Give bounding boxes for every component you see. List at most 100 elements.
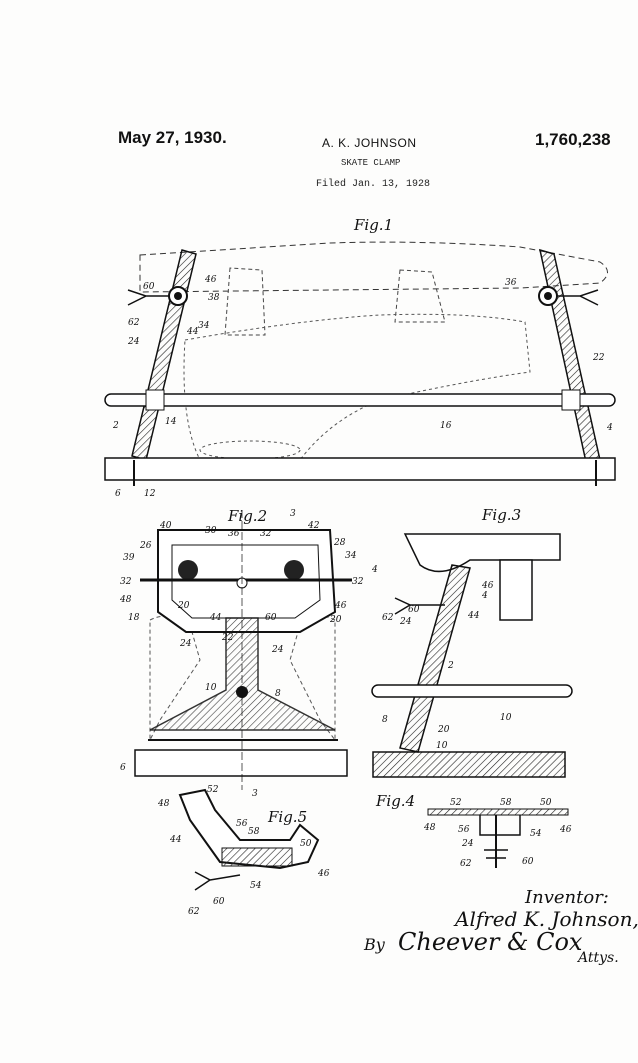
figure-5: Fig.5 52 48 56 58 44 50 46 54 62 60 [157, 785, 330, 917]
right-wing-nut [556, 289, 599, 306]
signature-block: Inventor: Alfred K. Johnson, By Cheever … [363, 887, 638, 966]
numeral: 4 [371, 565, 378, 575]
numeral: 10 [500, 713, 512, 723]
fig1-numerals: 60 38 46 62 34 24 44 2 14 16 12 6 36 22 … [112, 275, 613, 499]
fig2-numerals: 3 40 30 36 32 42 28 26 34 39 32 32 48 46… [119, 509, 364, 799]
numeral: 44 [467, 611, 480, 621]
fig4-nut [484, 849, 508, 859]
figure-2: Fig.2 3 40 30 36 32 42 28 [119, 507, 364, 799]
numeral: 60 [265, 613, 277, 623]
inventor-header: A. K. JOHNSON [322, 136, 417, 150]
numeral: 28 [333, 538, 346, 548]
numeral: 3 [252, 789, 258, 799]
right-knob-center [544, 292, 552, 300]
numeral: 60 [213, 897, 225, 907]
fig4-clamp-body [479, 815, 521, 836]
numeral: 58 [500, 798, 512, 808]
numeral: 52 [207, 785, 219, 795]
numeral: 44 [209, 613, 222, 623]
numeral: 39 [123, 553, 135, 563]
numeral: 40 [159, 521, 172, 531]
attorney-signature: Cheever & Cox [398, 928, 583, 956]
numeral: 24 [179, 639, 192, 649]
filed-date: Filed Jan. 13, 1928 [316, 179, 431, 190]
numeral: 34 [198, 321, 210, 331]
numeral: 56 [458, 825, 470, 835]
numeral: 32 [120, 577, 132, 587]
numeral: 2 [112, 421, 119, 431]
patent-number: 1,760,238 [535, 130, 611, 149]
numeral: 54 [250, 881, 262, 891]
left-rod-block [145, 389, 165, 411]
numeral: 22 [221, 633, 234, 643]
numeral: 46 [317, 869, 330, 879]
left-knob-center [174, 292, 182, 300]
figure-1: Fig.1 [104, 216, 616, 499]
numeral: 3 [290, 509, 296, 519]
numeral: 56 [236, 819, 248, 829]
fig2-inner-frame [171, 544, 321, 619]
numeral: 24 [271, 645, 284, 655]
fig2-right-nut [284, 560, 304, 580]
numeral: 62 [188, 907, 200, 917]
fig3-wing-nut [394, 597, 445, 615]
numeral: 32 [260, 529, 272, 539]
numeral: 10 [436, 741, 448, 751]
numeral: 20 [329, 615, 342, 625]
numeral: 44 [186, 327, 199, 337]
numeral: 58 [248, 827, 260, 837]
numeral: 4 [481, 591, 488, 601]
numeral: 16 [440, 421, 452, 431]
fig2-blade-stem [149, 617, 336, 731]
shoe-outline [183, 313, 531, 461]
fig2-base [134, 749, 348, 777]
fig3-base [372, 751, 566, 778]
figure-3: Fig.3 4 46 62 60 44 24 4 2 10 8 20 10 [371, 506, 573, 778]
fig1-label: Fig.1 [353, 216, 393, 234]
numeral: 60 [143, 282, 155, 292]
figure-4: Fig.4 52 58 50 48 56 54 46 24 62 60 [375, 792, 572, 869]
numeral: 6 [120, 763, 126, 773]
numeral: 8 [275, 689, 281, 699]
numeral: 50 [540, 798, 552, 808]
fig3-rod [371, 684, 573, 698]
numeral: 32 [352, 577, 364, 587]
patent-title: SKATE CLAMP [341, 158, 401, 168]
inventor-label: Inventor: [524, 887, 609, 908]
base-board [104, 457, 616, 481]
rod [104, 393, 616, 407]
fig3-label: Fig.3 [481, 506, 521, 524]
fig4-label: Fig.4 [375, 792, 415, 810]
fig5-numerals: 52 48 56 58 44 50 46 54 62 60 [157, 785, 330, 917]
numeral: 36 [228, 529, 240, 539]
numeral: 62 [382, 613, 394, 623]
numeral: 14 [165, 417, 177, 427]
numeral: 44 [169, 835, 182, 845]
numeral: 26 [139, 541, 152, 551]
fig5-label: Fig.5 [267, 808, 307, 826]
fig4-plate [427, 808, 569, 816]
by-label: By [363, 935, 386, 954]
numeral: 60 [408, 605, 420, 615]
numeral: 42 [307, 521, 320, 531]
fig2-left-nut [178, 560, 198, 580]
numeral: 10 [205, 683, 217, 693]
fig5-wing-nut [194, 871, 241, 891]
numeral: 46 [334, 601, 347, 611]
numeral: 48 [423, 823, 436, 833]
numeral: 48 [119, 595, 132, 605]
skate-stanchions [224, 267, 446, 336]
numeral: 30 [205, 526, 217, 536]
right-clamp-bar [539, 248, 601, 463]
numeral: 18 [128, 613, 140, 623]
numeral: 8 [382, 715, 388, 725]
numeral: 4 [606, 423, 613, 433]
left-clamp-bar [131, 249, 197, 461]
fig3-stanchion [499, 559, 533, 621]
numeral: 46 [559, 825, 572, 835]
numeral: 52 [450, 798, 462, 808]
numeral: 48 [157, 799, 170, 809]
numeral: 20 [177, 601, 190, 611]
numeral: 60 [522, 857, 534, 867]
numeral: 34 [345, 551, 357, 561]
